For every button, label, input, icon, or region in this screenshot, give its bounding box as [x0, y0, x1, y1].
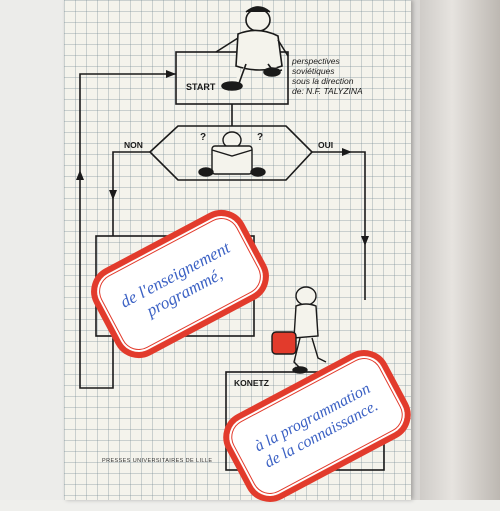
- arrow-oui-down: [361, 236, 369, 246]
- shelf-edge: [420, 0, 500, 500]
- arrow-non-down: [109, 190, 117, 200]
- question-mark-right: ?: [257, 132, 264, 143]
- arrow-into-start: [166, 70, 176, 78]
- question-mark-left: ?: [200, 132, 207, 143]
- credit-line-1: perspectives: [292, 56, 340, 66]
- credit-block: perspectives soviétiques sous la directi…: [292, 56, 363, 96]
- branch-non: [112, 151, 150, 236]
- konetz-label: KONETZ: [234, 378, 269, 388]
- background-left: [0, 0, 64, 500]
- arrow-loop-up: [76, 170, 84, 180]
- credit-line-3: sous la direction: [292, 76, 354, 86]
- non-label: NON: [124, 140, 143, 150]
- start-label: START: [186, 82, 216, 92]
- credit-line-4: de: N.F. TALYZINA: [292, 86, 363, 96]
- flowchart-drawing: [76, 6, 385, 471]
- loop-back-line: [79, 73, 176, 389]
- publisher-name: PRESSES UNIVERSITAIRES DE LILLE: [102, 458, 213, 464]
- figure-walking: [215, 6, 289, 91]
- figure-with-bag: [271, 286, 327, 374]
- credit-line-2: soviétiques: [292, 66, 335, 76]
- branch-oui: [312, 151, 366, 248]
- arrow-oui-right: [342, 148, 352, 156]
- figure-reading: [198, 131, 266, 177]
- oui-label: OUI: [318, 140, 334, 150]
